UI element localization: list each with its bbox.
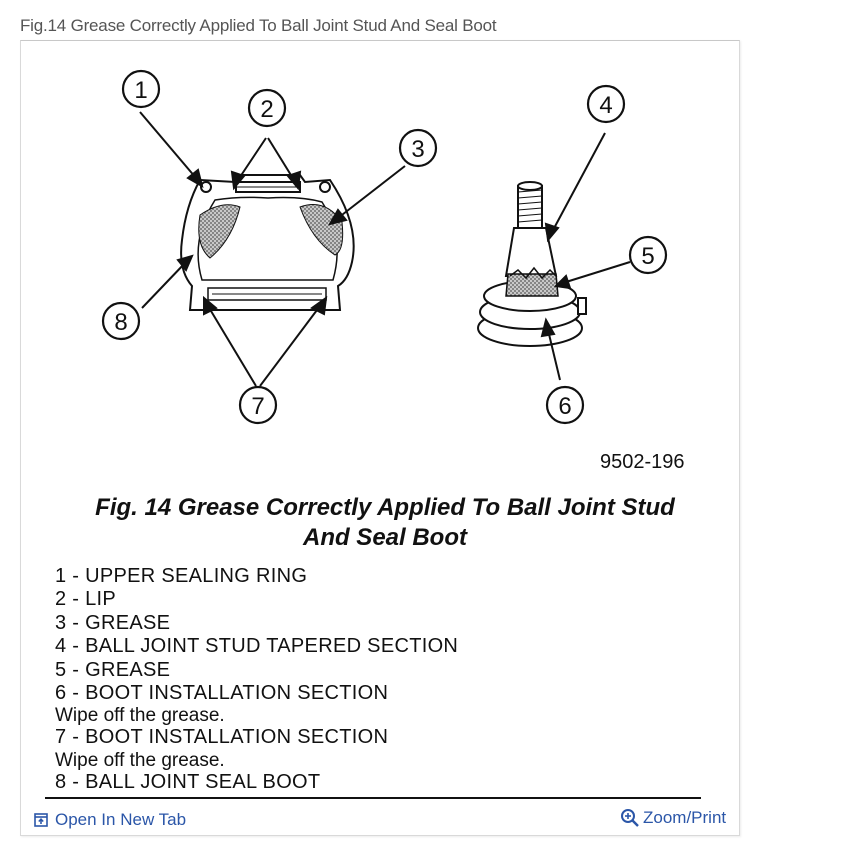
- zoom-print-link[interactable]: Zoom/Print: [620, 808, 726, 828]
- callout-4: 4: [586, 84, 626, 124]
- legend-item: 4 - BALL JOINT STUD TAPERED SECTION: [55, 635, 459, 658]
- figure-frame: [20, 40, 740, 836]
- figure-caption: Fig. 14 Grease Correctly Applied To Ball…: [40, 493, 730, 553]
- callout-3: 3: [398, 128, 438, 168]
- callout-7: 7: [238, 385, 278, 425]
- open-new-tab-icon: [34, 813, 48, 827]
- legend-item: 6 - BOOT INSTALLATION SECTION: [55, 682, 389, 705]
- part-code: 9502-196: [600, 451, 685, 473]
- zoom-in-icon: [621, 809, 639, 827]
- legend-item: 2 - LIP: [55, 588, 117, 611]
- callout-1: 1: [121, 69, 161, 109]
- zoom-print-label: Zoom/Print: [643, 808, 727, 827]
- legend-item: 1 - UPPER SEALING RING: [55, 565, 308, 587]
- caption-line: And Seal Boot: [302, 524, 467, 551]
- page-title: Fig.14 Grease Correctly Applied To Ball …: [20, 16, 497, 35]
- ball-joint-diagram: 1 2 3 4 5 6 7 8: [101, 69, 668, 425]
- legend-note: Wipe off the grease.: [55, 705, 225, 727]
- legend-item: 5 - GREASE: [55, 658, 171, 681]
- callout-8: 8: [101, 301, 141, 341]
- callout-label: 7: [251, 393, 264, 420]
- legend-list: 1 - UPPER SEALING RING 2 - LIP 3 - GREAS…: [55, 565, 715, 794]
- legend-item: 8 - BALL JOINT SEAL BOOT: [55, 770, 321, 793]
- callout-5: 5: [628, 235, 668, 275]
- callout-label: 4: [599, 92, 612, 119]
- open-in-new-tab-link[interactable]: Open In New Tab: [34, 810, 186, 830]
- ball-joint-stud-drawing: [477, 181, 587, 347]
- callout-label: 6: [558, 393, 571, 420]
- leader-lines: [139, 111, 631, 387]
- callout-label: 8: [114, 309, 127, 336]
- callout-label: 3: [411, 136, 424, 163]
- seal-boot-drawing: [180, 174, 355, 311]
- open-in-new-tab-label: Open In New Tab: [55, 810, 187, 829]
- callout-2: 2: [247, 88, 287, 128]
- legend-item: 3 - GREASE: [55, 611, 171, 634]
- callout-6: 6: [545, 385, 585, 425]
- callout-label: 1: [134, 77, 147, 104]
- legend-note: Wipe off the grease.: [55, 749, 225, 771]
- legend-item: 7 - BOOT INSTALLATION SECTION: [55, 726, 389, 749]
- callout-label: 5: [641, 243, 654, 270]
- callout-label: 2: [260, 96, 273, 123]
- caption-divider: [45, 797, 701, 799]
- caption-line: Fig. 14 Grease Correctly Applied To Ball…: [95, 494, 675, 521]
